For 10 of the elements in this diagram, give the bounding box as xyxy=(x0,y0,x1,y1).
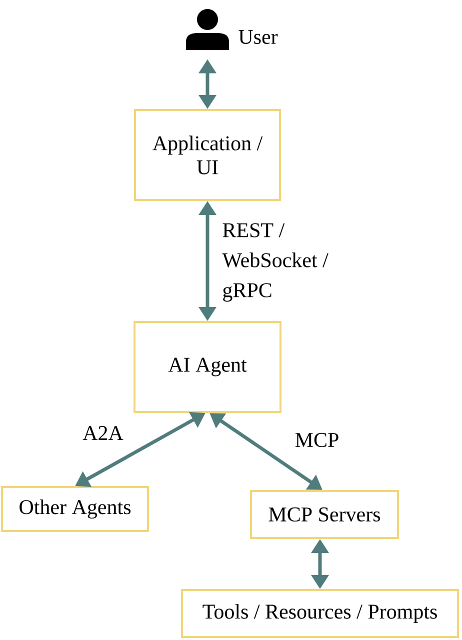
process-box: Tools / Resources / Prompts xyxy=(181,589,459,638)
process-box: AI Agent xyxy=(134,321,282,413)
process-box: Application / UI xyxy=(134,109,281,201)
process-box: Other Agents xyxy=(1,486,149,532)
edge-label: A2A xyxy=(82,425,124,441)
edge-label: REST / WebSocket / gRPC xyxy=(221,222,342,303)
icon-caption: User xyxy=(238,30,278,44)
person-icon xyxy=(186,9,229,50)
edge-label: MCP xyxy=(294,432,340,448)
process-box: MCP Servers xyxy=(250,490,399,539)
